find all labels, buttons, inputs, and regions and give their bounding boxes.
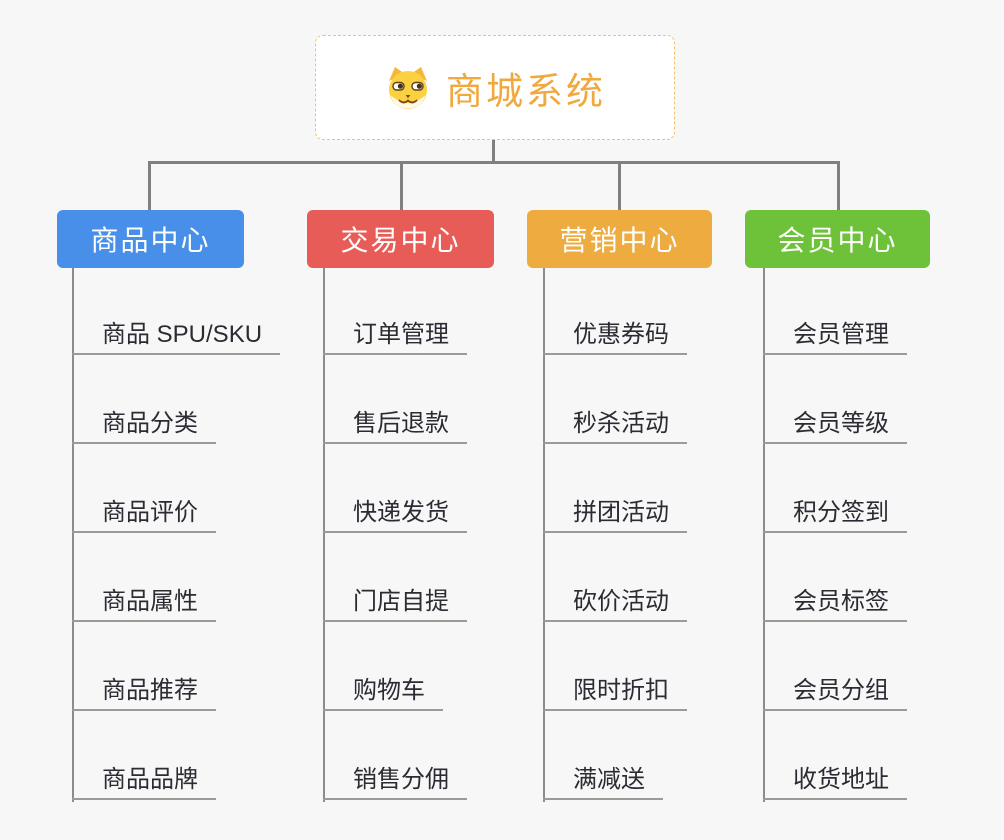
branch-node[interactable]: 会员中心 <box>745 210 930 268</box>
child-node[interactable]: 会员标签 <box>763 586 907 622</box>
child-node[interactable]: 会员等级 <box>763 408 907 444</box>
child-node[interactable]: 秒杀活动 <box>543 408 687 444</box>
child-node[interactable]: 商品属性 <box>72 586 216 622</box>
connector-root-stub <box>492 140 495 164</box>
child-node[interactable]: 满减送 <box>543 764 663 800</box>
connector-column-line <box>763 268 765 802</box>
child-node[interactable]: 会员管理 <box>763 319 907 355</box>
child-node[interactable]: 售后退款 <box>323 408 467 444</box>
child-node[interactable]: 商品 SPU/SKU <box>72 319 281 355</box>
branch-node[interactable]: 营销中心 <box>527 210 712 268</box>
child-node[interactable]: 商品品牌 <box>72 764 216 800</box>
connector-branch-drop <box>400 161 403 210</box>
connector-branch-drop <box>618 161 621 210</box>
child-node[interactable]: 拼团活动 <box>543 497 687 533</box>
child-node[interactable]: 限时折扣 <box>543 675 687 711</box>
child-node[interactable]: 优惠券码 <box>543 319 687 355</box>
branch-node[interactable]: 交易中心 <box>307 210 494 268</box>
connector-branch-drop <box>837 161 840 210</box>
child-node[interactable]: 快递发货 <box>323 497 467 533</box>
connector-branch-drop <box>148 161 151 210</box>
child-node[interactable]: 购物车 <box>323 675 443 711</box>
child-node[interactable]: 积分签到 <box>763 497 907 533</box>
connector-column-line <box>323 268 325 802</box>
connector-horizontal-bar <box>148 161 840 164</box>
child-node[interactable]: 砍价活动 <box>543 586 687 622</box>
branch-node[interactable]: 商品中心 <box>57 210 244 268</box>
child-node[interactable]: 商品分类 <box>72 408 216 444</box>
child-node[interactable]: 会员分组 <box>763 675 907 711</box>
child-node[interactable]: 订单管理 <box>323 319 467 355</box>
child-node[interactable]: 收货地址 <box>763 764 907 800</box>
root-node[interactable]: 商城系统 <box>315 35 675 140</box>
root-title: 商城系统 <box>446 70 606 112</box>
child-node[interactable]: 商品推荐 <box>72 675 216 711</box>
child-node[interactable]: 销售分佣 <box>323 764 467 800</box>
shiba-dog-icon <box>384 65 432 111</box>
child-node[interactable]: 门店自提 <box>323 586 467 622</box>
connector-column-line <box>72 268 74 802</box>
child-node[interactable]: 商品评价 <box>72 497 216 533</box>
connector-column-line <box>543 268 545 802</box>
